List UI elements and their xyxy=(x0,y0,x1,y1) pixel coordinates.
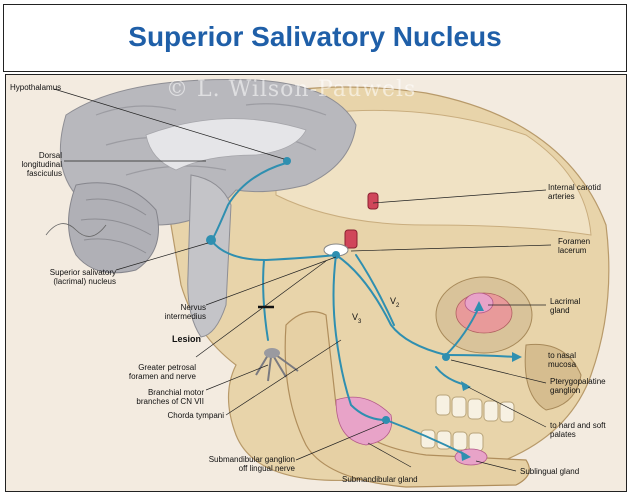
label-chorda-tympani: Chorda tympani xyxy=(156,411,224,420)
label-v3: V3 xyxy=(352,313,361,327)
submandibular-ganglion-dot xyxy=(382,416,390,424)
label-v2: V2 xyxy=(390,297,399,311)
label-to-nasal-mucosa: to nasal mucosa xyxy=(548,351,576,369)
label-superior-salivatory-nucleus: Superior salivatory (lacrimal) nucleus xyxy=(36,268,116,286)
label-hypothalamus: Hypothalamus xyxy=(10,83,61,92)
label-greater-petrosal: Greater petrosal foramen and nerve xyxy=(116,363,196,381)
title-box: Superior Salivatory Nucleus xyxy=(3,4,627,72)
label-pterygopalatine-ganglion: Pterygopalatine ganglion xyxy=(550,377,606,395)
label-v2-sub: 2 xyxy=(396,303,399,309)
slide-title: Superior Salivatory Nucleus xyxy=(4,21,626,53)
label-to-hard-soft-palates: to hard and soft palates xyxy=(550,421,606,439)
label-sublingual-gland: Sublingual gland xyxy=(520,467,579,476)
facial-nerve-trunk xyxy=(264,348,280,358)
label-nervus-intermedius: Nervus intermedius xyxy=(156,303,206,321)
label-lesion: Lesion xyxy=(172,335,201,344)
pterygopalatine-ganglion-dot xyxy=(442,353,450,361)
label-submandibular-ganglion: Submandibular ganglion off lingual nerve xyxy=(191,455,295,473)
watermark: © L. Wilson-Pauwels xyxy=(166,77,416,102)
label-internal-carotid-arteries: Internal carotid arteries xyxy=(548,183,601,201)
label-v3-sub: 3 xyxy=(358,319,361,325)
label-lacrimal-gland: Lacrimal gland xyxy=(550,297,580,315)
label-dorsal-longitudinal-fasciculus: Dorsal longitudinal fasciculus xyxy=(10,151,62,178)
label-submandibular-gland: Submandibular gland xyxy=(342,475,418,484)
label-branchial-motor: Branchial motor branches of CN VII xyxy=(118,388,204,406)
anatomy-illustration: © L. Wilson-Pauwels Hypothalamus Dorsal … xyxy=(5,74,627,492)
hypothalamus-dot xyxy=(283,157,291,165)
label-foramen-lacerum: Foramen lacerum xyxy=(558,237,590,255)
